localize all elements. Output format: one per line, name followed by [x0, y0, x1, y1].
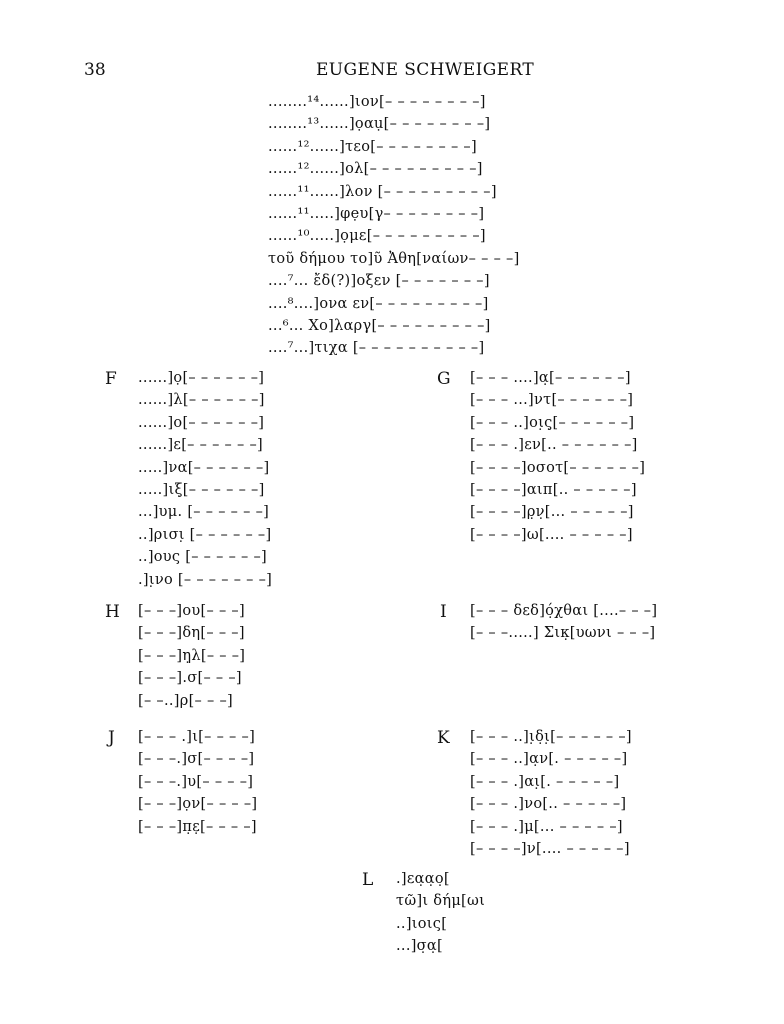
text-line: ..]ρισι̣ [– – – – – –]	[138, 526, 272, 543]
text-line: [– – – .]αι̣[. – – – – –]	[470, 773, 620, 790]
text-line: ......¹⁰.....]ọμε[– – – – – – – – –]	[268, 228, 486, 245]
text-line: [– – –]η̣λ[– – –]	[138, 647, 246, 664]
text-line: τοῦ δήμου το]ῦ Ἀθη[ναίων– – – –]	[268, 250, 520, 267]
fragment-h-label: H	[105, 602, 120, 622]
text-line: ...⁶... Χο]λαργ[– – – – – – – – –]	[268, 317, 491, 334]
text-line: [– – – –]ν[.... – – – – –]	[470, 840, 630, 857]
text-line: [– – – ..]α̣ν[. – – – – –]	[470, 751, 628, 768]
text-line: .]ι̣νο [– – – – – – –]	[138, 571, 273, 588]
fragment-l-label: L	[362, 870, 374, 890]
text-line: ......]ọ[– – – – – –]	[138, 370, 265, 386]
fragment-i: [– – – δεδ]ό̣χθαι [....– – –] [– – –....…	[470, 600, 657, 645]
text-line: [– – –.....] Σικ̣[υωνι – – –]	[470, 625, 656, 642]
text-line: [– – – .]νο[.. – – – – –]	[470, 796, 627, 813]
fragment-l: .]εα̣α̣ο̣[ τῶ]ι δήμ[ωι ..]ιοις[ ...]σ̣α̣…	[396, 868, 485, 958]
text-line: ......]ο[– – – – – –]	[138, 414, 265, 431]
text-line: [– – –]ου[– – –]	[138, 603, 245, 619]
text-line: [– – –.]υ[– – – –]	[138, 773, 254, 790]
text-line: [– –..]ρ[– – –]	[138, 692, 233, 709]
text-line: [– – – .]εν[.. – – – – – –]	[470, 437, 638, 454]
text-line: [– – – .]ι[– – – –]	[138, 729, 256, 745]
text-line: ......]ε[– – – – – –]	[138, 437, 263, 454]
text-line: [– – –]ọν[– – – –]	[138, 796, 258, 813]
text-line: [– – –]δη[– – –]	[138, 625, 245, 642]
fragment-g: [– – – ....]α̣[– – – – – –] [– – – ...]ν…	[470, 367, 645, 546]
text-line: ..]ιοις[	[396, 915, 448, 932]
text-line: [– – – –]αιπ[.. – – – – –]	[470, 481, 637, 498]
fragment-g-label: G	[437, 369, 451, 389]
fragment-f: ......]ọ[– – – – – –] ......]λ[– – – – –…	[138, 367, 272, 591]
text-line: ...]σ̣α̣[	[396, 938, 443, 955]
text-line: [– – – –]ρ̣ν̣[... – – – – –]	[470, 504, 634, 521]
text-line: [– – – δεδ]ό̣χθαι [....– – –]	[470, 603, 658, 619]
text-line: ........¹³......]ọαụ[– – – – – – – –]	[268, 116, 491, 133]
text-line: .....]ιξ̣[– – – – – –]	[138, 481, 265, 498]
text-line: [– – – ..]οι̣ς̣[– – – – – –]	[470, 414, 635, 431]
text-line: [– – – .]μ[... – – – – –]	[470, 818, 623, 835]
text-line: [– – – –]ω[.... – – – – –]	[470, 526, 633, 543]
text-line: [– – – ...]ντ[– – – – – –]	[470, 392, 634, 409]
text-line: [– – – ..]ι̣δ̣ι̣[– – – – – –]	[470, 729, 632, 745]
text-line: ...]υμ. [– – – – – –]	[138, 504, 270, 521]
fragment-j-label: J	[108, 728, 115, 748]
page-number: 38	[84, 60, 106, 80]
text-line: ......¹²......]ολ[– – – – – – – – –]	[268, 161, 483, 178]
text-line: τῶ]ι δήμ[ωι	[396, 893, 486, 910]
text-line: [– – –.]σ[– – – –]	[138, 751, 255, 768]
text-line: ........¹⁴......]ιον[– – – – – – – –]	[268, 94, 486, 110]
text-line: [– – –]π̣ε̣[– – – –]	[138, 818, 257, 835]
text-line: [– – – ....]α̣[– – – – – –]	[470, 370, 631, 386]
fragment-h: [– – –]ου[– – –] [– – –]δη[– – –] [– – –…	[138, 600, 245, 712]
text-line: ......¹²......]τεο[– – – – – – – –]	[268, 138, 477, 155]
text-line: [– – –].σ[– – –]	[138, 670, 242, 687]
fragment-i-label: I	[440, 602, 447, 622]
top-fragment: ........¹⁴......]ιον[– – – – – – – –] ..…	[268, 91, 520, 360]
text-line: ......¹¹......]λον [– – – – – – – – –]	[268, 183, 497, 200]
fragment-f-label: F	[105, 369, 117, 389]
fragment-k-label: K	[437, 728, 450, 748]
text-line: .....]να[– – – – – –]	[138, 459, 270, 476]
fragment-k: [– – – ..]ι̣δ̣ι̣[– – – – – –] [– – – ..]…	[470, 726, 632, 860]
text-line: ..]ους [– – – – – –]	[138, 549, 268, 566]
fragment-j: [– – – .]ι[– – – –] [– – –.]σ[– – – –] […	[138, 726, 257, 838]
text-line: ......¹¹.....]φẹυ[γ– – – – – – – –]	[268, 205, 485, 222]
text-line: ....⁸....]ονα εν[– – – – – – – – –]	[268, 295, 489, 312]
text-line: .]εα̣α̣ο̣[	[396, 871, 450, 887]
text-line: ......]λ[– – – – – –]	[138, 392, 265, 409]
text-line: ....⁷... ἔδ(?)]οξεν [– – – – – – –]	[268, 273, 490, 290]
running-head-author: EUGENE SCHWEIGERT	[316, 60, 535, 80]
text-line: ....⁷...]τιχα [– – – – – – – – – –]	[268, 340, 485, 357]
text-line: [– – – –]οσοτ[– – – – – –]	[470, 459, 646, 476]
